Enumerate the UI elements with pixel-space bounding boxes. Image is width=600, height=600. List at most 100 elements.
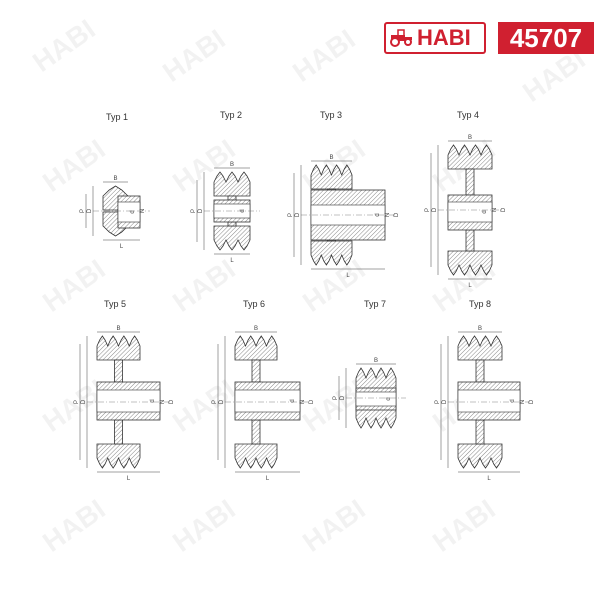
lower-rim	[457, 443, 503, 469]
web-upper	[465, 168, 475, 196]
lower-rim	[213, 225, 251, 251]
dimension-label: d	[150, 399, 156, 402]
type-title: Typ 3	[320, 110, 342, 120]
dimension-label: B	[329, 155, 333, 161]
upper-rim	[457, 335, 503, 361]
dimension-label: B	[478, 326, 482, 332]
bore	[447, 201, 493, 223]
dimension-label: D	[442, 399, 448, 404]
upper-rim	[213, 171, 251, 197]
habi-logo: HABI	[384, 22, 486, 54]
logo-text: HABI	[417, 25, 471, 50]
dimension-label: P	[435, 400, 441, 404]
dimension-label: P	[288, 213, 294, 217]
dimension-label: L	[346, 273, 350, 279]
dimension-label: N	[160, 400, 166, 404]
web-upper	[227, 195, 237, 201]
web-lower	[114, 419, 123, 445]
dimension-label: P	[80, 209, 86, 213]
dimension-label: B	[230, 162, 234, 168]
upper-rim	[96, 335, 141, 361]
dimension-label: D	[219, 399, 225, 404]
type-title: Typ 4	[457, 110, 479, 120]
dimension-label: N	[140, 209, 146, 213]
dimension-label: D	[501, 207, 507, 212]
upper-rim	[310, 164, 353, 190]
dimension-label: D	[394, 212, 400, 217]
dimension-label: N	[520, 400, 526, 404]
dimension-label: L	[487, 476, 491, 482]
dimension-label: D	[340, 395, 346, 400]
lower-rim	[96, 443, 141, 469]
dimension-label: N	[385, 213, 391, 217]
dimension-label: B	[254, 326, 258, 332]
dimension-label: D	[432, 207, 438, 212]
dimension-label: N	[300, 400, 306, 404]
web-lower	[227, 221, 237, 227]
web-lower	[475, 419, 485, 445]
type-title: Typ 2	[220, 110, 242, 120]
lower-rim	[234, 443, 278, 469]
dimension-label: L	[127, 476, 131, 482]
dimension-label: L	[468, 283, 472, 289]
bore	[234, 389, 301, 413]
dimension-label: d	[510, 399, 516, 402]
dimension-label: D	[169, 399, 175, 404]
bore	[117, 201, 141, 223]
dimension-label: D	[81, 399, 87, 404]
dimension-label: d	[375, 213, 381, 216]
dimension-label: B	[468, 135, 472, 141]
dimension-label: L	[230, 258, 234, 264]
lower-rim	[310, 240, 353, 266]
type-title: Typ 6	[243, 299, 265, 309]
lower-rim	[447, 250, 493, 276]
tractor-icon	[390, 29, 412, 47]
web-upper	[475, 359, 485, 383]
upper-rim	[234, 335, 278, 361]
dimension-label: L	[266, 476, 270, 482]
dimension-label: d	[386, 397, 392, 400]
web-lower	[251, 419, 261, 445]
bore	[96, 389, 161, 413]
web-lower	[465, 229, 475, 252]
type-title: Typ 1	[106, 112, 128, 122]
dimension-label: d	[240, 209, 246, 212]
dimension-label: P	[425, 208, 431, 212]
bore	[457, 389, 521, 413]
type-title: Typ 7	[364, 299, 386, 309]
dimension-label: P	[74, 400, 80, 404]
dimension-label: d	[130, 210, 136, 213]
dimension-label: B	[374, 358, 378, 364]
dimension-label: d	[482, 210, 488, 213]
web-upper	[114, 359, 123, 383]
dimension-label: B	[113, 176, 117, 182]
bore	[355, 391, 397, 407]
type-title: Typ 8	[469, 299, 491, 309]
type-title: Typ 5	[104, 299, 126, 309]
dimension-label: D	[87, 208, 93, 213]
dimension-label: N	[492, 208, 498, 212]
product-code-badge: 45707	[498, 22, 594, 54]
web-upper	[251, 359, 261, 383]
dimension-label: D	[529, 399, 535, 404]
dimension-label: P	[333, 396, 339, 400]
upper-rim	[447, 144, 493, 170]
dimension-label: D	[309, 399, 315, 404]
dimension-label: D	[198, 208, 204, 213]
dimension-label: D	[295, 212, 301, 217]
dimension-label: d	[290, 399, 296, 402]
dimension-label: P	[212, 400, 218, 404]
dimension-label: P	[191, 209, 197, 213]
dimension-label: L	[120, 244, 124, 250]
upper-rim	[355, 367, 397, 393]
dimension-label: B	[116, 326, 120, 332]
